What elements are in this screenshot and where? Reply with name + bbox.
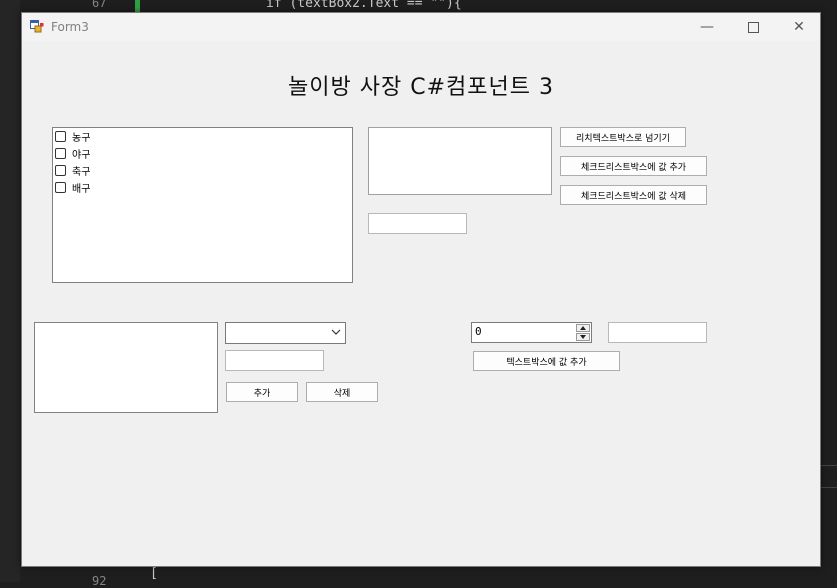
window-title: Form3 bbox=[51, 20, 89, 34]
close-button[interactable]: ✕ bbox=[776, 13, 822, 41]
chevron-down-icon bbox=[331, 329, 341, 335]
checked-list-item[interactable]: 배구 bbox=[55, 179, 90, 196]
checkbox[interactable] bbox=[55, 165, 66, 176]
spin-down-button[interactable] bbox=[576, 333, 590, 341]
form-heading: 놀이방 사장 C#컴포넌트 3 bbox=[288, 75, 554, 100]
checklist-delete-button[interactable]: 체크드리스트박스에 값 삭제 bbox=[560, 185, 707, 205]
checked-list-box[interactable]: 농구 야구 축구 배구 bbox=[52, 127, 353, 283]
text-box-numeric[interactable] bbox=[608, 322, 707, 343]
form-app-icon bbox=[30, 20, 44, 33]
delete-button[interactable]: 삭제 bbox=[306, 382, 378, 402]
checkbox[interactable] bbox=[55, 182, 66, 193]
form-window: Form3 — ✕ 놀이방 사장 C#컴포넌트 3 농구 야구 축구 배구 bbox=[21, 12, 821, 567]
checklist-add-button[interactable]: 체크드리스트박스에 값 추가 bbox=[560, 156, 707, 176]
checkbox[interactable] bbox=[55, 131, 66, 142]
numeric-value: 0 bbox=[475, 325, 482, 338]
checked-list-item-label: 축구 bbox=[72, 167, 91, 178]
triangle-up-icon bbox=[580, 326, 586, 330]
checked-list-item[interactable]: 야구 bbox=[55, 145, 90, 162]
checked-list-item-label: 배구 bbox=[72, 184, 91, 195]
combo-box[interactable] bbox=[225, 322, 346, 344]
text-box-checklist[interactable] bbox=[368, 213, 467, 234]
ide-gutter bbox=[0, 0, 20, 582]
spin-up-button[interactable] bbox=[576, 324, 590, 332]
minimize-button[interactable]: — bbox=[684, 13, 730, 41]
spin-buttons bbox=[576, 324, 590, 341]
line-number-bottom: 92 bbox=[92, 574, 107, 588]
maximize-icon bbox=[747, 21, 759, 33]
code-line-bracket: [ bbox=[150, 566, 158, 581]
text-box-list[interactable] bbox=[225, 350, 324, 371]
maximize-button[interactable] bbox=[730, 13, 776, 41]
change-marker bbox=[135, 0, 140, 12]
checked-list-item[interactable]: 농구 bbox=[55, 128, 90, 145]
add-button[interactable]: 추가 bbox=[226, 382, 298, 402]
checked-list-item-label: 야구 bbox=[72, 150, 91, 161]
minimize-icon: — bbox=[700, 19, 714, 35]
textbox-add-button[interactable]: 텍스트박스에 값 추가 bbox=[473, 351, 620, 371]
triangle-down-icon bbox=[580, 335, 586, 339]
checkbox[interactable] bbox=[55, 148, 66, 159]
title-bar[interactable]: Form3 — ✕ bbox=[22, 13, 820, 41]
rich-text-box[interactable] bbox=[368, 127, 552, 195]
close-icon: ✕ bbox=[793, 19, 805, 35]
code-line: if (textBox2.Text == ""){ bbox=[266, 0, 462, 11]
list-box[interactable] bbox=[34, 322, 218, 413]
numeric-up-down[interactable]: 0 bbox=[471, 322, 592, 343]
checked-list-item[interactable]: 축구 bbox=[55, 162, 90, 179]
editor-divider bbox=[821, 465, 837, 466]
editor-divider bbox=[821, 487, 837, 488]
send-to-rich-textbox-button[interactable]: 리치텍스트박스로 넘기기 bbox=[560, 127, 686, 147]
checked-list-item-label: 농구 bbox=[72, 133, 91, 144]
line-number: 67 bbox=[92, 0, 107, 10]
